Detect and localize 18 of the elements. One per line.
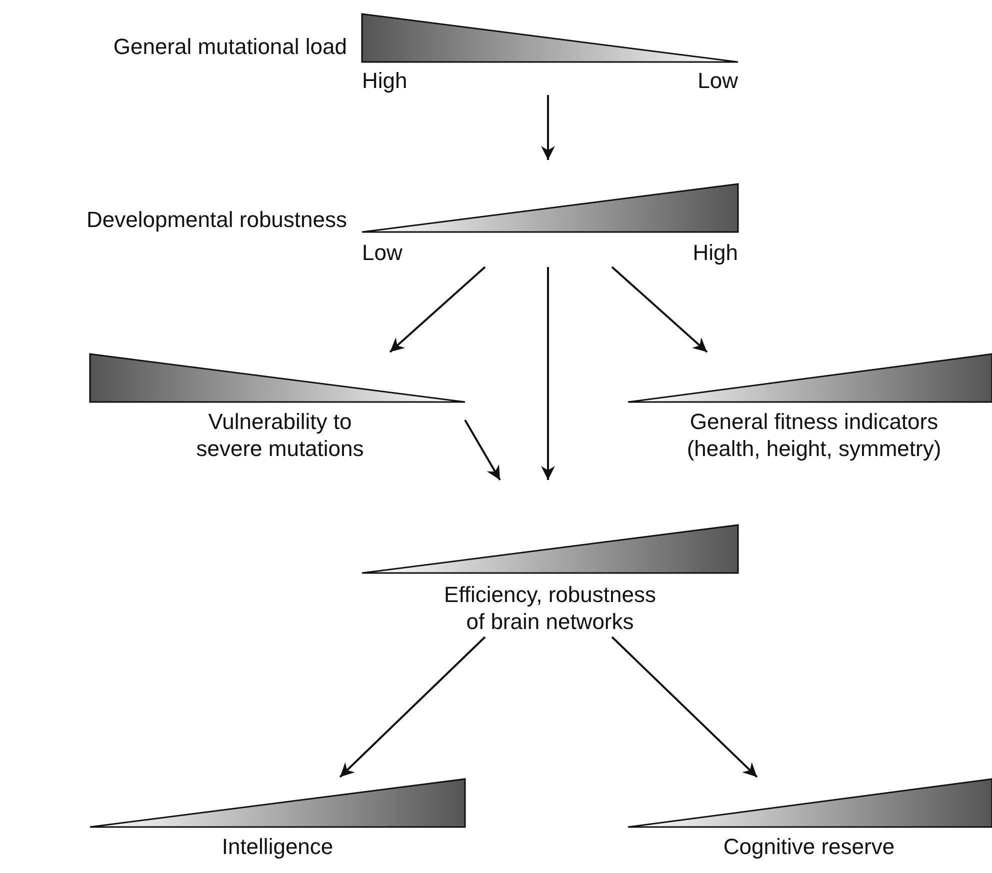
scale-end-label: High <box>692 239 738 266</box>
wedge-label: Efficiency, robustness of brain networks <box>443 581 657 635</box>
arrow <box>611 636 758 778</box>
arrow <box>541 267 555 480</box>
arrow <box>389 266 486 353</box>
arrow <box>464 420 501 480</box>
wedge-label: Intelligence <box>220 833 334 860</box>
scale-end-label: Low <box>362 239 404 266</box>
wedge-label: Vulnerability to severe mutations <box>195 408 365 462</box>
arrow <box>339 636 486 778</box>
wedge-label: General mutational load <box>112 33 347 60</box>
scale-end-label: Low <box>696 67 738 94</box>
wedge-label: General fitness indicators (health, height, symmetry) <box>686 408 942 462</box>
arrow <box>611 266 708 353</box>
wedge-label: Developmental robustness <box>86 206 347 233</box>
wedge-label: Cognitive reserve <box>722 833 896 860</box>
scale-end-label: High <box>362 67 408 94</box>
arrow <box>541 95 555 160</box>
